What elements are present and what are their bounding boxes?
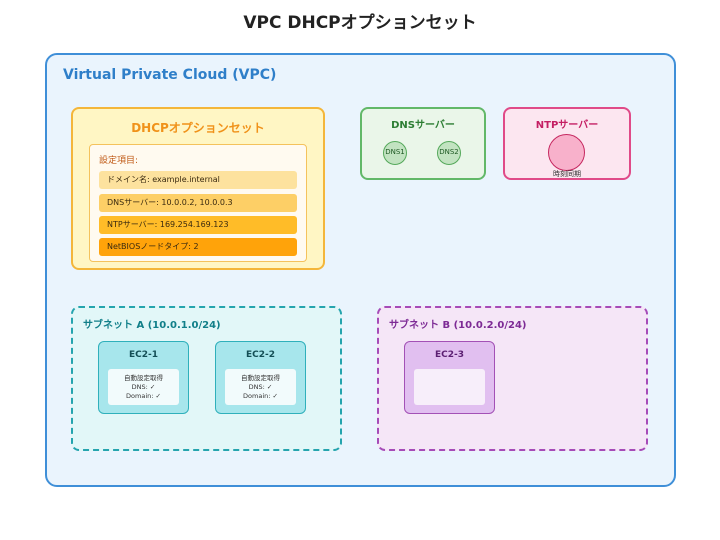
ntp-caption: 時刻同期	[553, 170, 581, 178]
ec2-1-title: EC2-1	[128, 350, 158, 360]
ec2-2-title: EC2-2	[245, 350, 275, 360]
ntp-server-title: NTPサーバー	[535, 120, 599, 131]
dns2-node: DNS2	[437, 141, 461, 165]
setting-ntp-servers: NTPサーバー: 169.254.169.123	[99, 216, 297, 234]
dns-server-box	[360, 107, 486, 180]
ec2-1-status: 自動設定取得 DNS: ✓ Domain: ✓	[108, 374, 179, 401]
ntp-node	[548, 134, 585, 171]
ec2-2-auto-config: 自動設定取得	[241, 374, 280, 382]
settings-label: 設定項目:	[99, 156, 139, 166]
page-title: VPC DHCPオプションセット	[243, 13, 477, 33]
ec2-3-status-panel	[414, 369, 485, 405]
ec2-2-status-panel	[225, 369, 296, 405]
setting-netbios-node-type: NetBIOSノードタイプ: 2	[99, 238, 297, 256]
subnet-b-label: サブネット B (10.0.2.0/24)	[389, 320, 527, 331]
vpc-label: Virtual Private Cloud (VPC)	[63, 67, 277, 83]
ec2-1-dns-status: DNS: ✓	[131, 383, 156, 391]
ec2-1-auto-config: 自動設定取得	[124, 374, 163, 382]
dns1-node: DNS1	[383, 141, 407, 165]
setting-domain-name: ドメイン名: example.internal	[99, 171, 297, 189]
ec2-1-status-panel	[108, 369, 179, 405]
ec2-1-domain-status: Domain: ✓	[126, 392, 161, 400]
dns-server-title: DNSサーバー	[391, 120, 455, 131]
setting-dns-servers: DNSサーバー: 10.0.0.2, 10.0.0.3	[99, 194, 297, 212]
ec2-2-dns-status: DNS: ✓	[248, 383, 273, 391]
ec2-2-domain-status: Domain: ✓	[243, 392, 278, 400]
ec2-3-title: EC2-3	[434, 350, 464, 360]
subnet-a-label: サブネット A (10.0.1.0/24)	[83, 320, 221, 331]
dhcp-option-set-title: DHCPオプションセット	[131, 121, 265, 135]
ec2-2-status: 自動設定取得 DNS: ✓ Domain: ✓	[225, 374, 296, 401]
